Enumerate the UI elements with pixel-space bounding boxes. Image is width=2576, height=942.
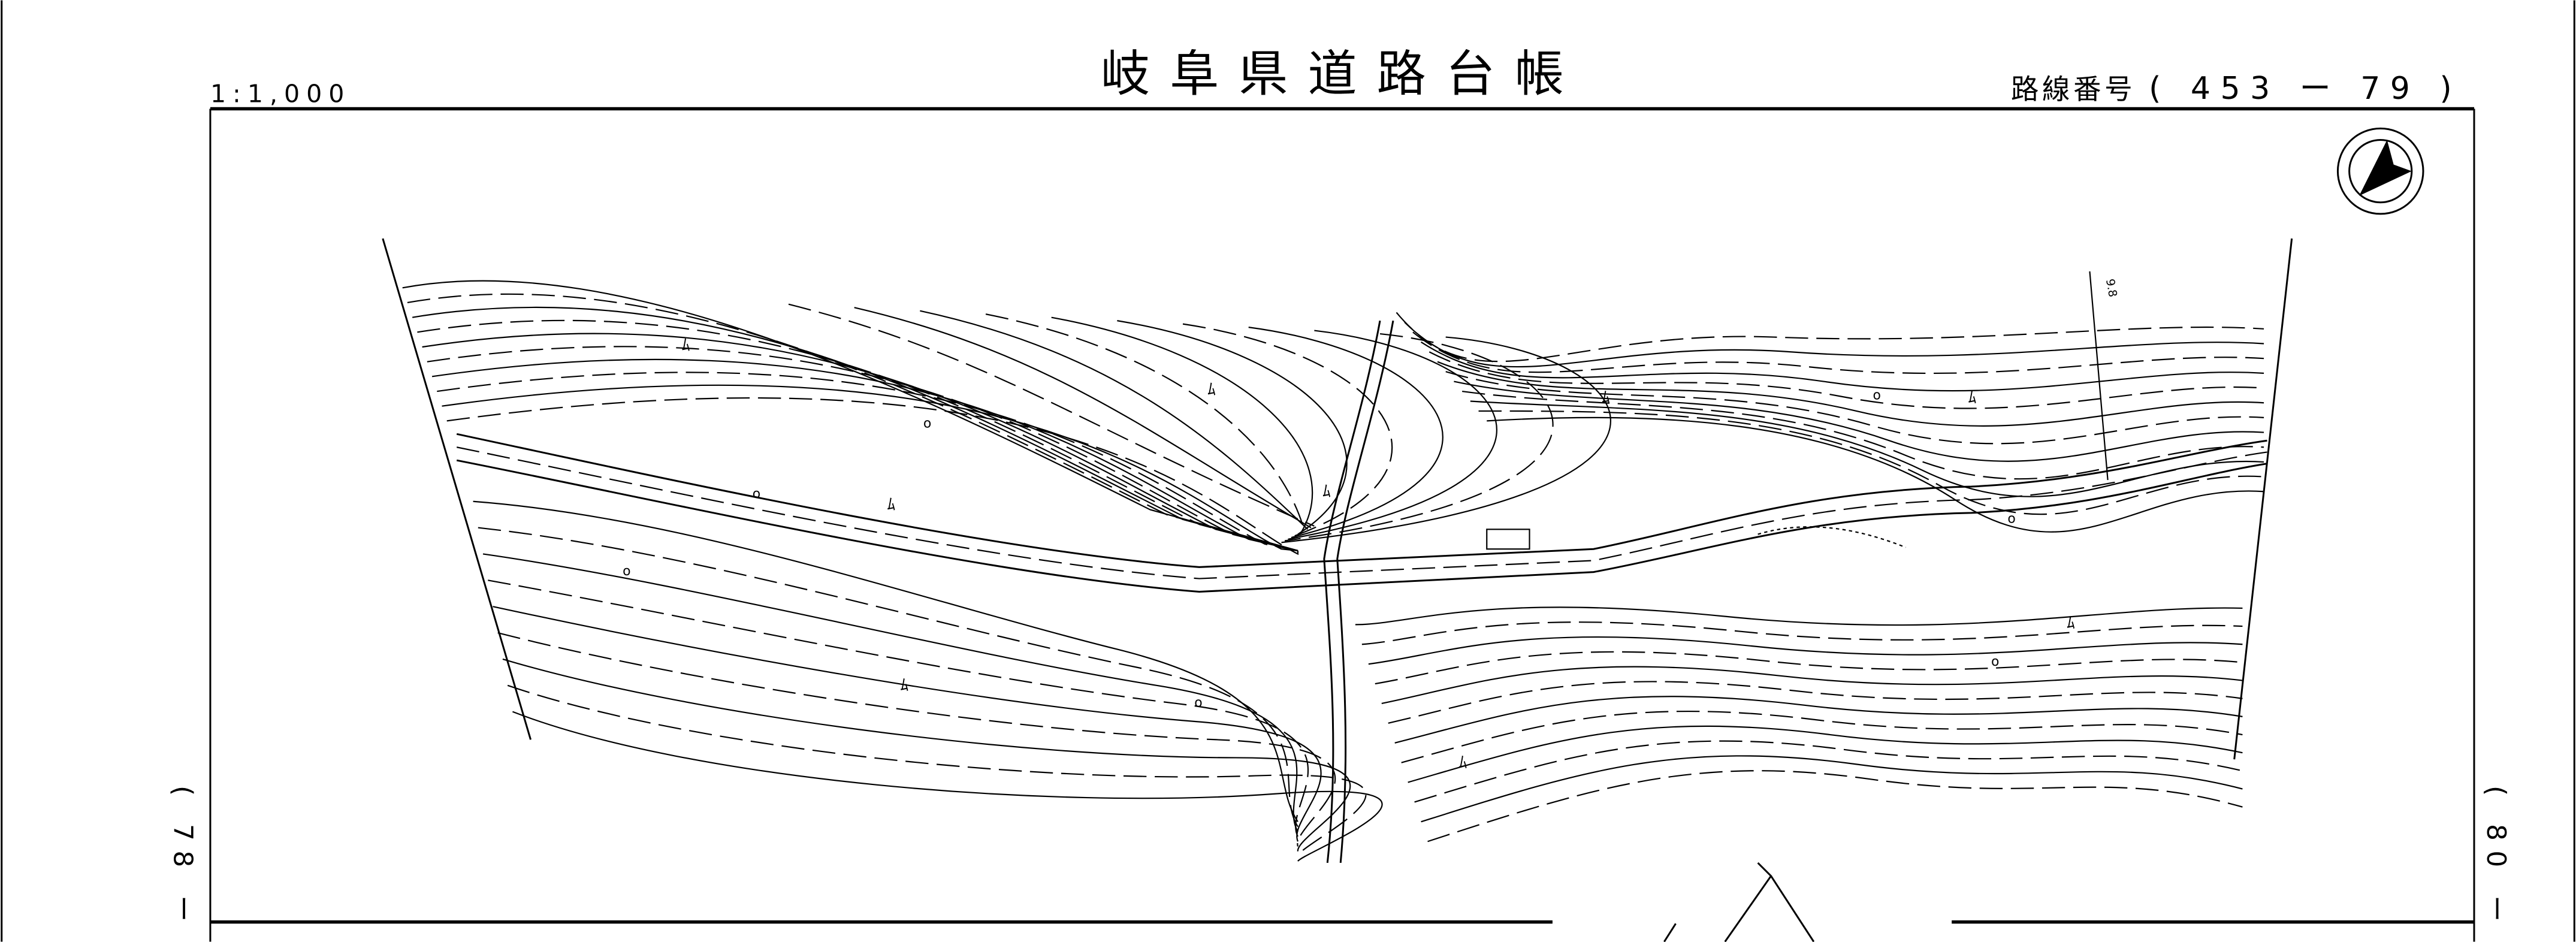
vegetation-symbol: ﾑ — [1602, 388, 1610, 407]
contour-line — [1461, 390, 2264, 480]
contour-line — [1368, 636, 2243, 665]
contour-line — [1421, 755, 2243, 823]
contour-line — [442, 384, 1298, 552]
vegetation-symbol: ﾑ — [682, 336, 690, 354]
contour-line — [1420, 341, 2264, 392]
contour-line — [478, 527, 1298, 828]
vegetation-symbol: ﾑ — [887, 495, 896, 514]
contour-line — [1429, 351, 2264, 409]
left-sheet-ref: ( 78 ー — [168, 786, 198, 931]
contour-line — [1408, 725, 2243, 783]
contour-line — [1117, 320, 1348, 535]
contour-line — [512, 711, 1383, 862]
adjacent-sheet-marker — [1663, 862, 1815, 942]
map-marker: o — [1194, 695, 1202, 710]
survey-line — [2089, 271, 2109, 481]
map-marker: o — [2007, 511, 2015, 526]
contour-line — [1281, 336, 1612, 544]
contour-line — [497, 632, 1336, 847]
contour-line — [1394, 696, 2243, 744]
building-icon — [1486, 529, 1530, 550]
contour-line — [985, 313, 1305, 532]
contour-line — [431, 358, 1298, 552]
contour-line — [1478, 410, 2264, 515]
road — [456, 433, 2267, 593]
map-marker: o — [623, 564, 630, 579]
contour-line — [422, 333, 1298, 552]
contour-line — [1182, 323, 1393, 537]
contour-line — [482, 553, 1298, 832]
contour-line — [1248, 327, 1443, 539]
map-symbols: ﾑ ﾑ ﾑ ﾑ ﾑ ﾑ ﾑ ﾑ ﾑ o o o o o o o — [623, 336, 2075, 771]
sheet-title: 岐阜県道路台帳 — [1101, 46, 1584, 102]
vegetation-symbol: ﾑ — [2067, 614, 2075, 632]
vegetation-symbol: ﾑ — [1207, 381, 1216, 399]
vegetation-symbol: ﾑ — [900, 676, 908, 695]
contour-line — [1445, 371, 2264, 445]
map-marker: o — [1991, 654, 1999, 669]
contour-line — [1412, 331, 2264, 375]
right-sheet-ref: ( 80 ー — [2481, 786, 2511, 931]
contour-line — [1427, 770, 2243, 843]
contour-line — [1288, 330, 1497, 540]
contour-line — [446, 397, 1299, 555]
contour-line — [1396, 312, 2264, 363]
contour-line — [1454, 381, 2264, 462]
route-label: 路線番号 — [2011, 73, 2136, 105]
contour-line — [1051, 316, 1313, 533]
map-marker: o — [1873, 388, 1881, 403]
contour-line — [1381, 666, 2243, 705]
contour-line — [488, 579, 1309, 837]
contour-line — [1361, 621, 2243, 645]
stream — [1323, 320, 1394, 864]
contour-line — [1355, 606, 2243, 626]
map-marker: o — [753, 487, 760, 502]
vegetation-symbol: ﾑ — [1968, 388, 1977, 407]
contour-line — [1401, 711, 2243, 763]
section-boundary-left — [382, 238, 532, 740]
section-boundary-right — [2233, 238, 2293, 760]
contour-lines — [402, 280, 2264, 862]
north-arrow-icon — [2336, 127, 2424, 215]
contour-line — [407, 293, 1298, 552]
map-marker: o — [923, 416, 931, 431]
contour-line — [1284, 333, 1554, 542]
contour-line — [1414, 740, 2243, 803]
contour-line — [1437, 361, 2264, 427]
contour-line — [1487, 416, 2264, 533]
contour-line — [493, 606, 1322, 842]
route-number: ( 453 ー 79 ) — [2149, 71, 2462, 107]
contour-line — [1470, 400, 2264, 497]
contour-line — [1404, 322, 2264, 368]
survey-label: 9.8 — [2103, 277, 2120, 298]
contour-line — [473, 500, 1298, 822]
contour-line — [502, 658, 1351, 852]
contour-line — [427, 346, 1298, 552]
contour-line — [1388, 681, 2243, 724]
contour-line — [788, 303, 1315, 527]
scale-label: 1:1,000 — [210, 79, 351, 108]
vegetation-symbol: ﾑ — [1322, 482, 1331, 500]
contour-line — [507, 684, 1367, 857]
contour-line — [854, 307, 1312, 529]
contour-line — [920, 310, 1309, 530]
contour-line — [437, 372, 1298, 552]
vegetation-symbol: ﾑ — [1459, 753, 1467, 772]
